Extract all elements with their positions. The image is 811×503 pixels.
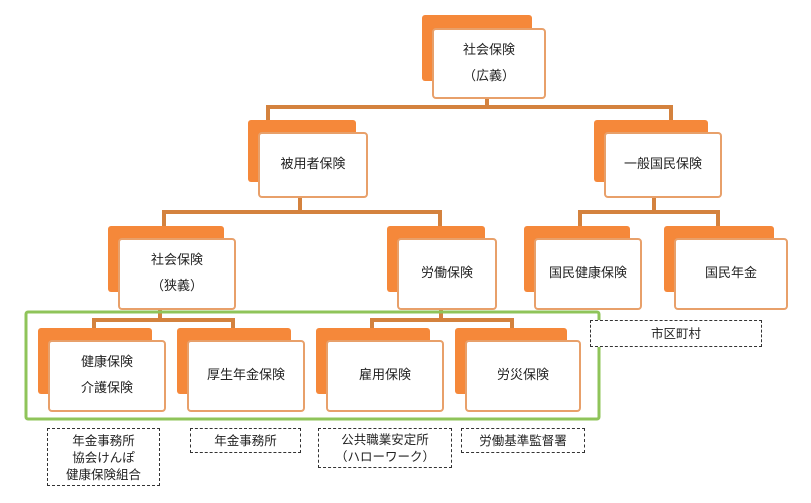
node-label: 雇用保険	[358, 368, 411, 383]
note-hello-work: 公共職業安定所 （ハローワーク）	[318, 428, 452, 468]
note-pension-office: 年金事務所	[190, 428, 301, 453]
node-labor-insurance: 労働保険	[387, 226, 497, 310]
connector-national	[578, 194, 720, 230]
note-line: 公共職業安定所	[341, 432, 429, 447]
insurance-group-frame	[24, 310, 601, 421]
note-municipal-office: 市区町村	[590, 320, 762, 347]
node-label: 労災保険	[496, 368, 549, 383]
node-employment-insurance: 雇用保険	[316, 328, 444, 412]
node-health-care-insurance: 健康保険 介護保険	[38, 328, 166, 412]
node-employee-insurance: 被用者保険	[248, 120, 368, 198]
node-label: 一般国民保険	[623, 157, 702, 172]
connector-social	[92, 306, 235, 332]
node-label: 労働保険	[420, 266, 473, 281]
note-labor-standards-office: 労働基準監督署	[461, 428, 585, 453]
node-label: 健康保険	[80, 355, 133, 370]
note-line: 年金事務所	[72, 432, 135, 448]
node-sublabel: 介護保険	[80, 381, 133, 396]
node-label: 国民健康保険	[548, 266, 627, 281]
node-sublabel: （狭義）	[150, 279, 203, 294]
note-line: （ハローワーク）	[334, 449, 435, 464]
node-label: 厚生年金保険	[206, 368, 285, 383]
node-welfare-pension: 厚生年金保険	[177, 328, 305, 412]
connector-labor	[370, 306, 514, 332]
node-national-pension: 国民年金	[664, 226, 788, 310]
node-social-insurance-broad: 社会保険 （広義）	[422, 15, 546, 99]
node-label: 国民年金	[704, 266, 757, 281]
node-sublabel: （広義）	[462, 68, 515, 84]
connector-employee	[162, 194, 442, 230]
note-health-offices: 年金事務所 協会けんぽ 健康保険組合	[47, 428, 160, 486]
node-label: 社会保険	[150, 253, 203, 268]
node-accident-insurance: 労災保険	[455, 328, 581, 412]
note-line: 協会けんぽ	[72, 449, 135, 465]
node-label: 被用者保険	[280, 157, 346, 172]
note-line: 健康保険組合	[65, 466, 141, 482]
node-national-health-insurance: 国民健康保険	[524, 226, 642, 310]
node-label: 社会保険	[462, 42, 515, 58]
node-social-insurance-narrow: 社会保険 （狭義）	[108, 226, 236, 310]
connector-root	[266, 95, 673, 124]
note-line: 市区町村	[650, 326, 701, 341]
note-line: 年金事務所	[214, 433, 277, 448]
node-national-insurance: 一般国民保険	[594, 120, 722, 198]
note-line: 労働基準監督署	[479, 433, 567, 448]
